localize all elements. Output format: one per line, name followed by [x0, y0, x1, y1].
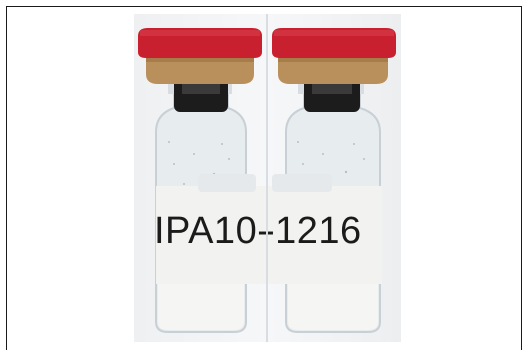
stopper-highlight [312, 84, 352, 94]
vial-label [268, 186, 382, 284]
vial-label [156, 186, 267, 284]
stopper-highlight [182, 84, 220, 94]
vial-label-text-right: -1216 [268, 210, 362, 252]
crimp-collar [278, 56, 388, 84]
cap-highlight [140, 30, 260, 36]
powder [288, 279, 378, 330]
label-tab [272, 174, 332, 192]
label-tab [198, 174, 256, 192]
vial-left: IPA10- [134, 14, 267, 342]
vial-photo: IPA10- -1216 [134, 14, 401, 342]
vial-right: -1216 [268, 14, 401, 342]
vial-right-illustration [268, 28, 396, 333]
crimp-collar [146, 56, 254, 84]
collar-shadow [146, 56, 254, 62]
panel-divider [266, 14, 268, 342]
cap-highlight [274, 30, 394, 36]
vial-label-text-left: IPA10- [154, 210, 267, 252]
collar-shadow [278, 56, 388, 62]
vial-left-illustration [138, 28, 267, 333]
powder [158, 279, 244, 330]
